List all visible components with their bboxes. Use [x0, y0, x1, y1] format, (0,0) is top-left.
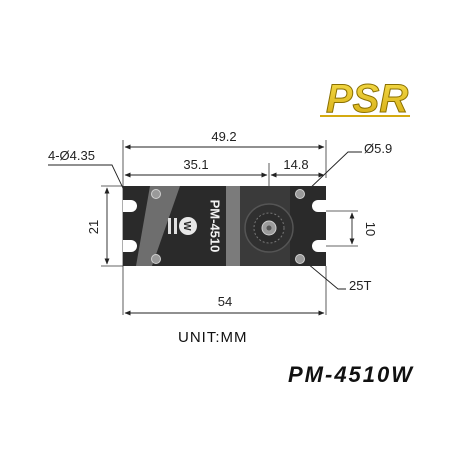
dim-total-length: 49.2: [211, 129, 236, 144]
dim-spline-teeth: 25T: [349, 278, 371, 293]
case-accent-left: [136, 186, 180, 266]
dim-spline-offset: 35.1: [183, 157, 208, 172]
screw-icon: [151, 189, 161, 199]
mount-slot-left-bottom: [123, 240, 137, 252]
screw-icon: [295, 189, 305, 199]
screw-icon: [295, 254, 305, 264]
dim-mount-length: 54: [218, 294, 232, 309]
dim-spline-dia: Ø5.9: [364, 141, 392, 156]
dim-spline-to-end: 14.8: [283, 157, 308, 172]
psr-logo: PSR: [320, 77, 410, 122]
model-name: PM-4510W: [288, 362, 415, 387]
mount-slot-left-top: [123, 200, 137, 212]
unit-label: UNIT:MM: [178, 329, 248, 346]
mount-slot-right-top: [312, 200, 326, 212]
mount-slot-right-bottom: [312, 240, 326, 252]
logo-text: PSR: [326, 77, 408, 121]
dimension-lines: [104, 144, 355, 316]
dim-body-width: 21: [86, 220, 101, 234]
case-marking: PM-4510: [208, 200, 223, 253]
dim-mount-hole: 4-Ø4.35: [48, 148, 95, 163]
svg-text:W: W: [181, 221, 192, 231]
case-accent-stripe: [226, 186, 240, 266]
servo-case: W PM-4510: [123, 186, 326, 266]
brand-mark-icon: [179, 217, 197, 235]
dim-tab-height: 10: [363, 222, 378, 236]
extension-lines: [101, 140, 358, 315]
screw-icon: [151, 254, 161, 264]
